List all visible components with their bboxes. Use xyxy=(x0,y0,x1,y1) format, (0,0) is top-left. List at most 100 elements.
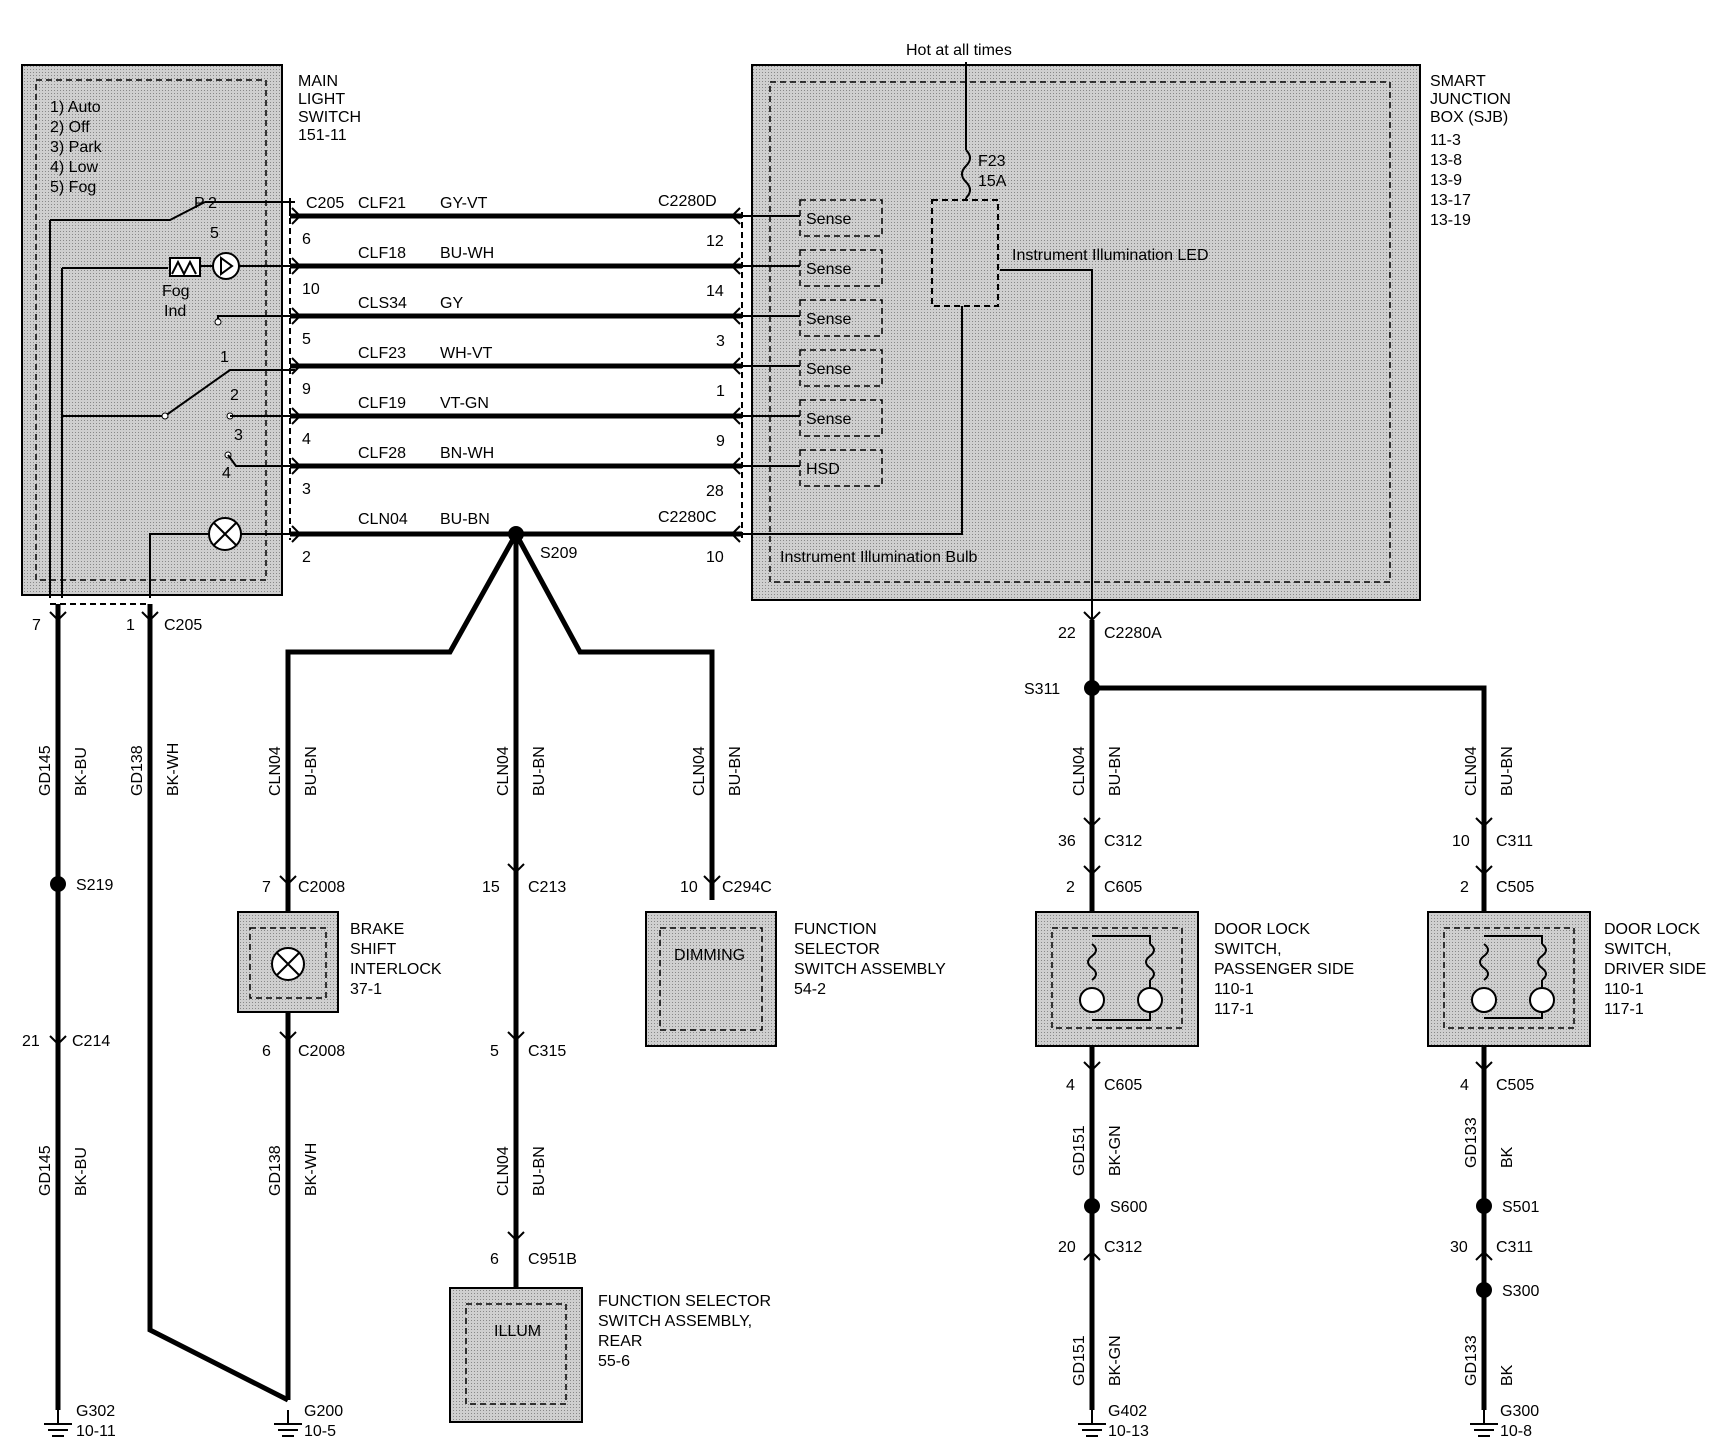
wire-3-circuit: CLS34 xyxy=(358,295,407,312)
c2280d-label: C2280D xyxy=(658,193,717,210)
fog-ind-label-1: Fog xyxy=(162,283,190,300)
fuse-name: F23 xyxy=(978,153,1006,170)
col7-circuit2: GD133 xyxy=(1463,1117,1480,1168)
sjb-ref-1: 11-3 xyxy=(1430,132,1461,149)
sjb-title-1: SMART xyxy=(1430,73,1486,90)
wire-2-circuit: CLF18 xyxy=(358,245,406,262)
col3-conn-a: C2008 xyxy=(298,879,345,896)
door-lock-switch-driver xyxy=(1427,911,1591,1047)
g302-label: G302 xyxy=(76,1403,115,1420)
col3-color2: BK-WH xyxy=(303,1143,320,1196)
col3-color: BU-BN xyxy=(303,746,320,796)
fs-title-4: 54-2 xyxy=(794,981,826,998)
passenger-led-icon-1 xyxy=(1079,987,1105,1013)
fs-title-2: SELECTOR xyxy=(794,941,880,958)
main-switch-title-2: LIGHT xyxy=(298,91,345,108)
splice-s300 xyxy=(1476,1282,1492,1298)
col1-pin-c214: 21 xyxy=(22,1033,40,1050)
door-lock-drv-title-5: 117-1 xyxy=(1604,1001,1644,1018)
fog-indicator-led-icon xyxy=(212,252,240,280)
illum-label: ILLUM xyxy=(494,1323,541,1340)
s501-label: S501 xyxy=(1502,1199,1539,1216)
col6-circuit2: GD151 xyxy=(1071,1125,1088,1176)
col6-pin-top: 22 xyxy=(1058,625,1076,642)
col2-pin-top: 1 xyxy=(126,617,135,634)
sense-label-2: Sense xyxy=(806,261,851,278)
col6-pin-d: 20 xyxy=(1058,1239,1076,1256)
col3-circuit2: GD138 xyxy=(267,1145,284,1196)
brake-shift-interlock xyxy=(237,911,339,1013)
col7-circuit: CLN04 xyxy=(1463,746,1480,796)
wire-4-right-pin: 3 xyxy=(716,333,725,350)
hsd-label: HSD xyxy=(806,461,840,478)
door-lock-pass-title-2: SWITCH, xyxy=(1214,941,1282,958)
switch-position-2: 2) Off xyxy=(50,119,90,136)
driver-coil-icon xyxy=(1479,943,1489,981)
col3-conn-b: C2008 xyxy=(298,1043,345,1060)
col1-circuit2: GD145 xyxy=(37,1145,54,1196)
brake-title-4: 37-1 xyxy=(350,981,382,998)
pin-5: 5 xyxy=(210,225,219,242)
instrument-illumination-led-label: Instrument Illumination LED xyxy=(1012,247,1209,264)
sense-label-1: Sense xyxy=(806,211,851,228)
door-lock-pass-title-1: DOOR LOCK xyxy=(1214,921,1310,938)
fs-rear-title-3: REAR xyxy=(598,1333,642,1350)
brake-title-2: SHIFT xyxy=(350,941,396,958)
col6-color2: BK-GN xyxy=(1107,1125,1124,1176)
fs-title-3: SWITCH ASSEMBLY xyxy=(794,961,946,978)
col1-color: BK-BU xyxy=(73,747,90,796)
wire-8-color: BU-BN xyxy=(440,511,490,528)
wire-8-left-pin: 2 xyxy=(302,549,311,566)
door-lock-switch-passenger xyxy=(1035,911,1199,1047)
col5-pin-a: 10 xyxy=(680,879,698,896)
wire-5-left-pin: 9 xyxy=(302,381,311,398)
col7-color3: BK xyxy=(1499,1364,1516,1386)
wire-6-color: BN-WH xyxy=(440,445,494,462)
col7-pin-a: 10 xyxy=(1452,833,1470,850)
sjb-ref-5: 13-19 xyxy=(1430,212,1471,229)
fuse-f23-icon xyxy=(961,149,971,199)
wire-5-right-pin: 1 xyxy=(716,383,725,400)
col5-conn-a: C294C xyxy=(722,879,772,896)
sjb-title-2: JUNCTION xyxy=(1430,91,1511,108)
switch-position-5: 5) Fog xyxy=(50,179,96,196)
hot-at-all-times-label: Hot at all times xyxy=(906,42,1012,59)
wire-5-color: VT-GN xyxy=(440,395,489,412)
driver-led-icon-2 xyxy=(1529,987,1555,1013)
wire-4-left-pin: 5 xyxy=(302,331,311,348)
col2-circuit: GD138 xyxy=(129,745,146,796)
passenger-coil-icon xyxy=(1087,943,1097,981)
wire-3-color: GY xyxy=(440,295,463,312)
fs-title-1: FUNCTION xyxy=(794,921,877,938)
ground-g200-icon xyxy=(274,1410,302,1437)
fuse-rating: 15A xyxy=(978,173,1007,190)
col3-circuit: CLN04 xyxy=(267,746,284,796)
c205-bottom-label: C205 xyxy=(164,617,202,634)
col6-conn-b: C605 xyxy=(1104,879,1142,896)
g200-label: G200 xyxy=(304,1403,343,1420)
wire-7-left-pin: 3 xyxy=(302,481,311,498)
c2280c-label: C2280C xyxy=(658,509,717,526)
door-lock-pass-title-4: 110-1 xyxy=(1214,981,1254,998)
wire-2-right-pin: 12 xyxy=(706,233,724,250)
wire-2-left-pin: 6 xyxy=(302,231,311,248)
col4-color2: BU-BN xyxy=(531,1146,548,1196)
switch-position-1: 1) Auto xyxy=(50,99,101,116)
col4-circuit2: CLN04 xyxy=(495,1146,512,1196)
wire-1-circuit: CLF21 xyxy=(358,195,406,212)
main-switch-title-4: 151-11 xyxy=(298,127,347,144)
col7-pin-b: 2 xyxy=(1460,879,1469,896)
main-light-switch: 1) Auto 2) Off 3) Park 4) Low 5) Fog Fog… xyxy=(21,64,361,598)
switch-position-4: 4) Low xyxy=(50,159,98,176)
col6-pin-b: 2 xyxy=(1066,879,1075,896)
col4-color: BU-BN xyxy=(531,746,548,796)
wire-5-circuit: CLF19 xyxy=(358,395,406,412)
col4-circuit: CLN04 xyxy=(495,746,512,796)
wire-2-color: BU-WH xyxy=(440,245,494,262)
c205-top-label: C205 xyxy=(306,195,344,212)
c214-label: C214 xyxy=(72,1033,110,1050)
g300-label: G300 xyxy=(1500,1403,1539,1420)
pin-2: 2 xyxy=(230,387,239,404)
col6-conn-c: C605 xyxy=(1104,1077,1142,1094)
pin-3: 3 xyxy=(234,427,243,444)
